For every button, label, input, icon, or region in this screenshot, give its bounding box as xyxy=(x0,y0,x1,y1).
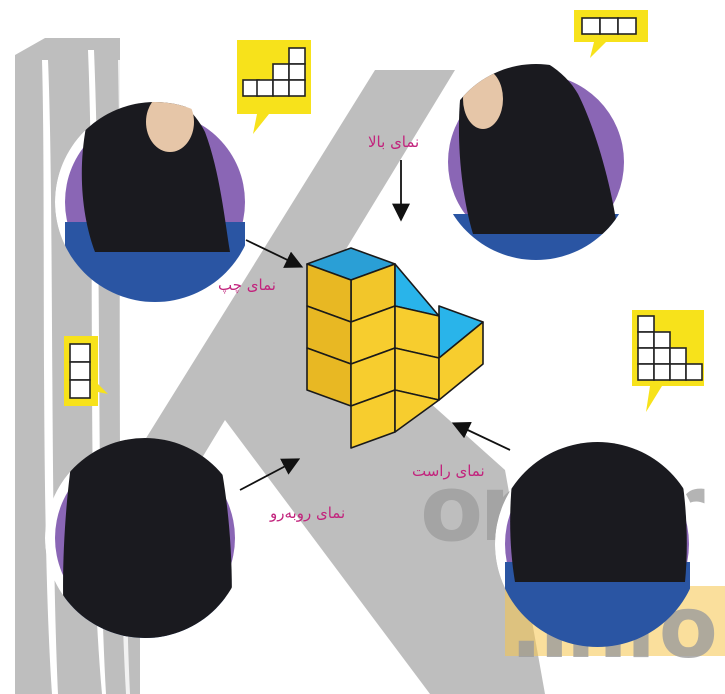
arrow-right-view xyxy=(455,424,510,450)
label-top-view: نمای بالا xyxy=(368,133,419,151)
arrow-left-view xyxy=(246,240,300,266)
arrow-front-view xyxy=(240,460,297,490)
label-front-view: نمای روبه‌رو xyxy=(270,504,345,522)
label-left-view: نمای چپ xyxy=(218,276,276,294)
label-right-view: نمای راست xyxy=(412,462,485,480)
